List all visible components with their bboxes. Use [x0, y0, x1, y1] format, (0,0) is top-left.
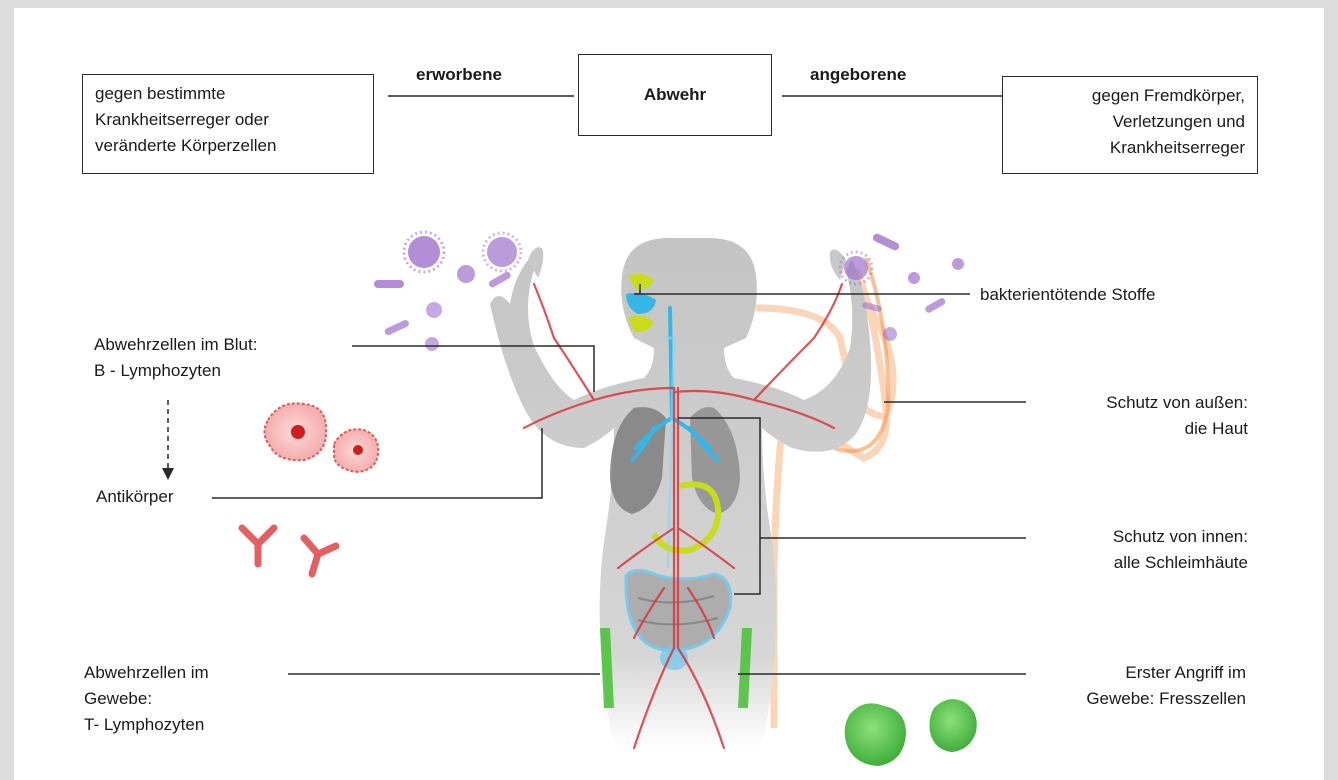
innate-description-box: gegen Fremdkörper, Verletzungen und Kran… [1002, 76, 1258, 174]
antibodies [242, 528, 336, 574]
pointer-blood-cells [352, 346, 594, 392]
tissue-cells-label: Abwehrzellen im Gewebe: T- Lymphozyten [84, 660, 209, 738]
acquired-label: erworbene [416, 62, 502, 88]
bacterium-icon [924, 297, 947, 314]
bactericidal-label: bakterientötende Stoffe [980, 282, 1156, 308]
phagocytes-label: Erster Angriff im Gewebe: Fresszellen [994, 660, 1246, 712]
virus-icon [487, 237, 517, 267]
virus-icon [952, 258, 964, 270]
phagocyte-icon [930, 699, 977, 752]
tissue-cells-label-line: Gewebe: [84, 686, 209, 712]
acquired-description-box: gegen bestimmte Krankheitserreger oder v… [82, 74, 374, 174]
virus-icon [844, 256, 868, 280]
acquired-description-line: gegen bestimmte [95, 81, 361, 107]
virus-icon [457, 265, 475, 283]
tissue-cells-label-line: Abwehrzellen im [84, 660, 209, 686]
blood-cells-label-line: B - Lymphozyten [94, 358, 257, 384]
antibody-icon [242, 528, 274, 564]
blood-cells-label-line: Abwehrzellen im Blut: [94, 332, 257, 358]
phagocytes-label-line: Erster Angriff im [994, 660, 1246, 686]
virus-icon [426, 302, 442, 318]
bacterium-icon [384, 319, 411, 336]
bacterium-icon [374, 280, 404, 288]
mucosa-protection-label: Schutz von innen: alle Schleimhäute [1030, 524, 1248, 576]
virus-icon [425, 337, 439, 351]
skin-protection-label: Schutz von außen: die Haut [1030, 390, 1248, 442]
human-body-figure [490, 238, 893, 748]
diagram-canvas: Abwehr erworbene angeborene gegen bestim… [14, 8, 1324, 780]
acquired-description-line: Krankheitserreger oder [95, 107, 361, 133]
acquired-description-line: veränderte Körperzellen [95, 133, 361, 159]
phagocyte-icon [845, 703, 906, 766]
blood-cells-label: Abwehrzellen im Blut: B - Lymphozyten [94, 332, 257, 384]
innate-label: angeborene [810, 62, 906, 88]
innate-description-line: Verletzungen und [1015, 109, 1245, 135]
defense-box: Abwehr [578, 54, 772, 136]
b-lymphocytes [264, 403, 378, 472]
skin-protection-label-line: die Haut [1030, 416, 1248, 442]
innate-description-line: Krankheitserreger [1015, 135, 1245, 161]
phagocytes [845, 699, 977, 766]
mucosa-protection-label-line: alle Schleimhäute [1030, 550, 1248, 576]
antibody-icon [304, 538, 336, 574]
pointer-antibodies [212, 428, 542, 498]
skin-protection-label-line: Schutz von außen: [1030, 390, 1248, 416]
virus-icon [908, 272, 920, 284]
phagocytes-label-line: Gewebe: Fresszellen [994, 686, 1246, 712]
lymphocyte-to-antibody-arrow [162, 400, 174, 480]
defense-title: Abwehr [644, 82, 706, 108]
bacterium-icon [488, 271, 512, 289]
innate-description-line: gegen Fremdkörper, [1015, 83, 1245, 109]
virus-icon [408, 236, 440, 268]
mucosa-protection-label-line: Schutz von innen: [1030, 524, 1248, 550]
antibodies-label: Antikörper [96, 484, 173, 510]
virus-icon [883, 327, 897, 341]
bacterium-icon [872, 232, 901, 251]
tissue-cells-label-line: T- Lymphozyten [84, 712, 209, 738]
